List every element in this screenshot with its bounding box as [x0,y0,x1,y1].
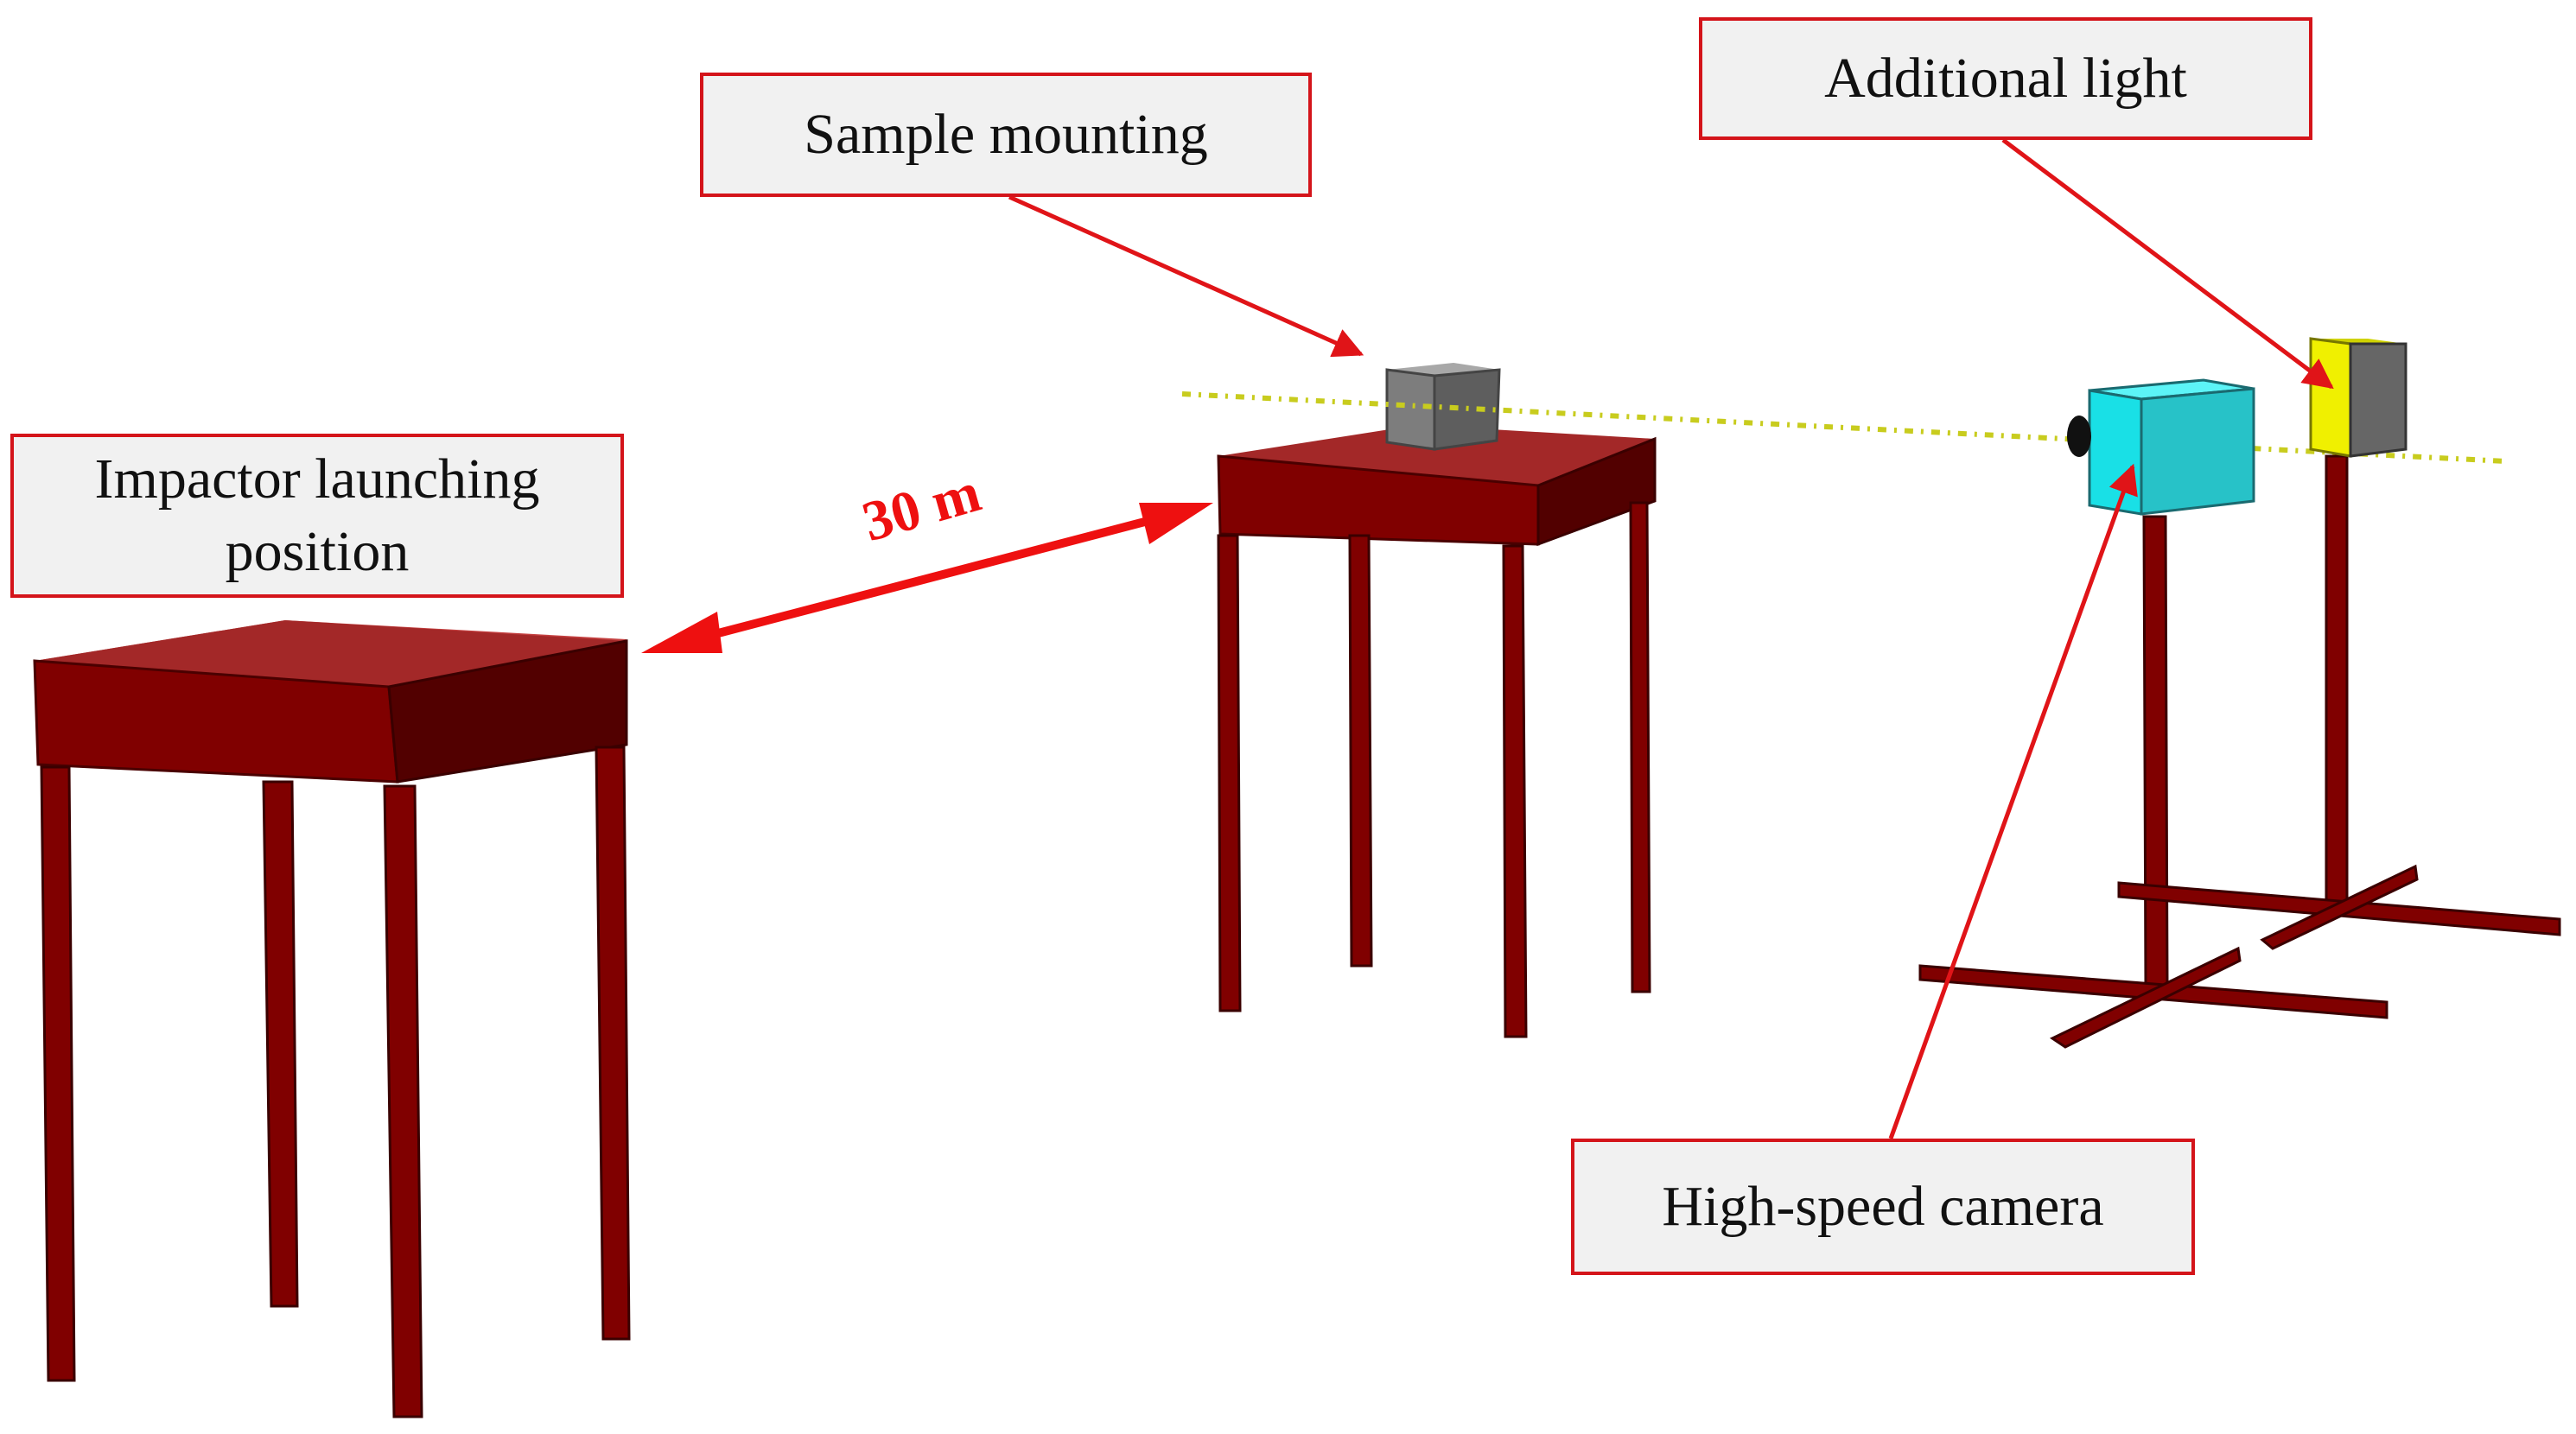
additional-light-label: Additional light [1824,47,2187,110]
camera-stand [1918,515,2388,1049]
alignment-line [1181,391,2507,464]
high-speed-camera-label: High-speed camera [1662,1175,2104,1238]
sample-mounting-callout: Sample mounting [700,73,1312,197]
sample-pointer-arrow [1008,194,1364,358]
sample-table [1217,425,1657,1038]
sample-mounting-label: Sample mounting [804,103,1208,166]
pointer-arrows [1008,138,2334,1139]
distance-arrow [641,503,1213,653]
light-stand [2117,454,2561,950]
additional-light-callout: Additional light [1699,17,2312,140]
camera-pointer-arrow [1888,463,2138,1139]
light-panel [2309,337,2407,458]
camera-lens-icon [2067,416,2091,457]
impactor-launching-callout: Impactor launching position [10,434,624,598]
impactor-launching-label: Impactor launching position [94,447,540,583]
launch-table [33,620,631,1418]
light-pointer-arrow [2001,138,2334,390]
camera-body [2067,378,2255,516]
high-speed-camera-callout: High-speed camera [1571,1139,2195,1275]
